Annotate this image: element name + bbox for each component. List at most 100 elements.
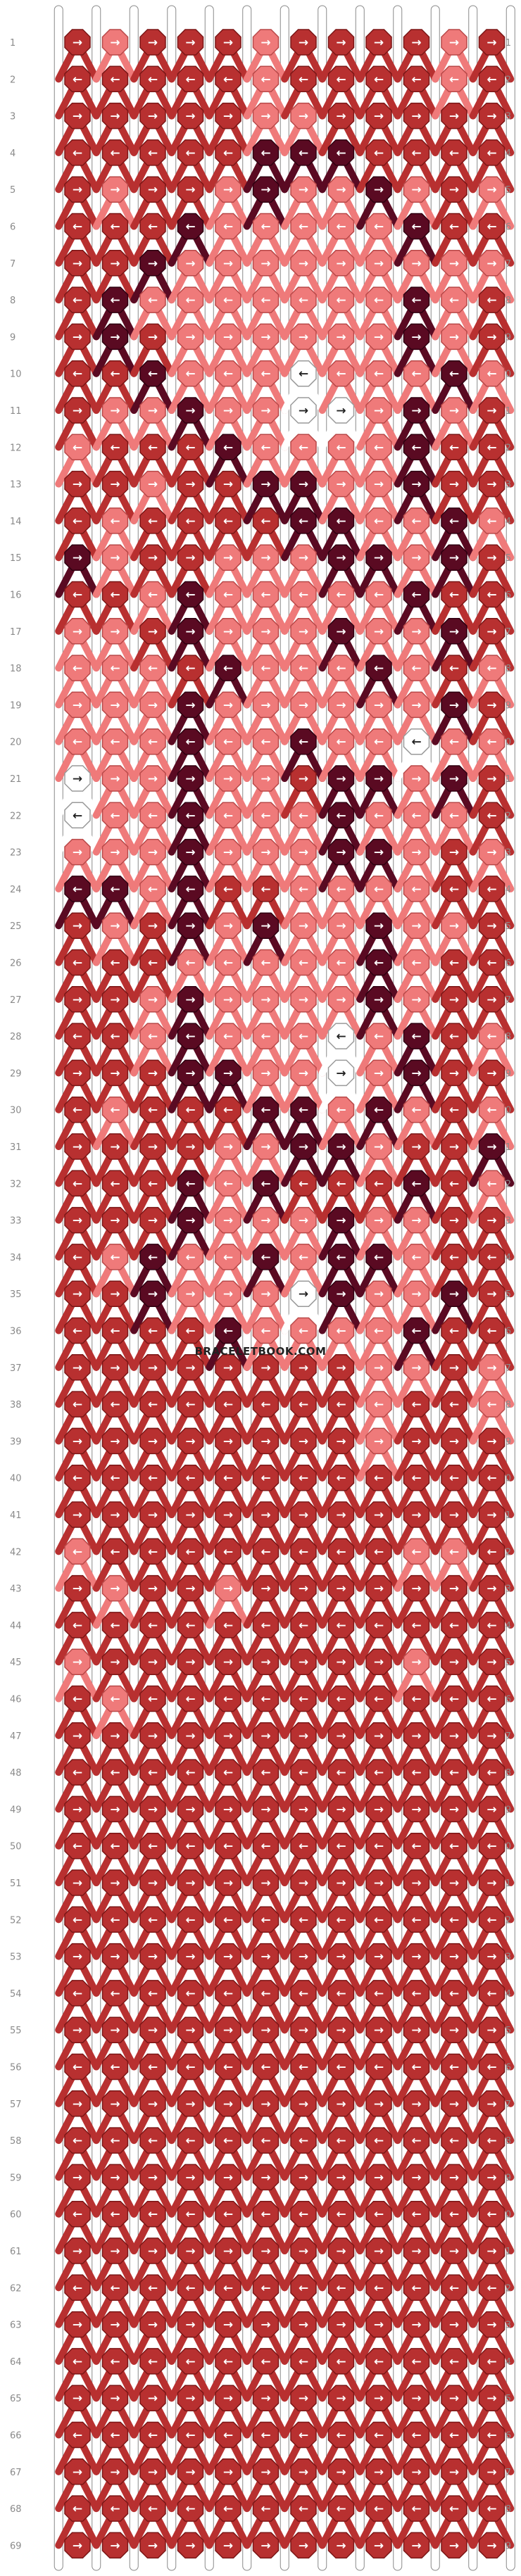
knot-arrow-icon: ← (299, 1472, 308, 1486)
knot: ← (139, 802, 166, 829)
knot-arrow-icon: → (374, 257, 384, 271)
knot-arrow-icon: ← (374, 1840, 384, 1854)
knot: ← (441, 655, 467, 681)
knot-arrow-icon: ← (110, 1987, 120, 2001)
knot: ← (478, 2127, 506, 2154)
knot: ← (252, 1612, 280, 1639)
knot: ← (441, 1464, 467, 1491)
knot: ← (478, 655, 506, 681)
knot: → (252, 1574, 280, 1602)
knot: → (327, 1059, 355, 1087)
knot-arrow-icon: ← (449, 1913, 459, 1927)
knot-arrow-icon: ← (487, 1472, 496, 1486)
knot-arrow-icon: ← (487, 1766, 496, 1780)
knot-arrow-icon: ← (73, 2208, 82, 2222)
knot-arrow-icon: ← (110, 1693, 120, 1707)
knot: → (290, 838, 317, 866)
knot-arrow-icon: → (449, 404, 459, 418)
knot-arrow-icon: ← (487, 1693, 496, 1707)
knot: → (64, 618, 91, 645)
knot-arrow-icon: ← (449, 146, 459, 160)
knot-arrow-icon: → (73, 2023, 82, 2038)
knot-arrow-icon: ← (148, 2281, 158, 2295)
knot-arrow-icon: ← (223, 1177, 233, 1191)
knot-arrow-icon: ← (374, 1913, 384, 1927)
knot-arrow-icon: ← (223, 1987, 233, 2001)
knot-arrow-icon: ← (336, 1251, 346, 1265)
row-label-left: 44 (10, 1621, 22, 1631)
knot: ← (327, 2053, 355, 2081)
knot: ← (215, 2274, 241, 2302)
knot-arrow-icon: → (449, 1214, 459, 1228)
knot: ← (177, 1096, 204, 1123)
knot: ← (64, 1317, 91, 1344)
knot-arrow-icon: ← (336, 809, 346, 823)
row-label-right: 2 (506, 75, 511, 85)
knot-arrow-icon: ← (223, 1913, 233, 1927)
knot: → (403, 1206, 430, 1234)
knot: → (252, 470, 280, 498)
knot-arrow-icon: ← (185, 2134, 195, 2148)
knot-arrow-icon: → (336, 772, 346, 786)
knot-arrow-icon: ← (374, 514, 384, 529)
knot: → (177, 2237, 204, 2264)
knot: → (403, 838, 430, 866)
knot-arrow-icon: ← (336, 1325, 346, 1339)
knot: → (290, 1501, 317, 1528)
knot: ← (478, 2348, 506, 2375)
knot-arrow-icon: → (487, 846, 496, 860)
knot: ← (478, 1244, 506, 1270)
knot-arrow-icon: ← (148, 2208, 158, 2222)
row-label-left: 49 (10, 1805, 22, 1815)
knot-arrow-icon: → (449, 625, 459, 639)
knot-arrow-icon: → (487, 2171, 496, 2185)
knot: → (290, 1648, 317, 1675)
knot: ← (327, 360, 355, 387)
knot-arrow-icon: ← (185, 2061, 195, 2075)
knot-arrow-icon: → (299, 110, 308, 124)
knot: → (327, 1795, 355, 1823)
knot-arrow-icon: ← (148, 1104, 158, 1118)
knot-arrow-icon: ← (73, 1545, 82, 1559)
knot: ← (139, 2274, 166, 2302)
knot: ← (478, 1759, 506, 1786)
knot-arrow-icon: ← (185, 514, 195, 529)
knot: ← (290, 2274, 317, 2302)
knot-arrow-icon: → (336, 2465, 346, 2480)
knot: → (478, 1501, 506, 1528)
knot: ← (478, 1023, 506, 1049)
knot: ← (327, 2421, 355, 2449)
knot: → (403, 1501, 430, 1528)
knot: → (478, 29, 506, 56)
knot-arrow-icon: ← (487, 2429, 496, 2443)
row-label-left: 20 (10, 738, 22, 748)
knot-arrow-icon: → (411, 919, 421, 933)
knot-arrow-icon: → (73, 1802, 82, 1817)
knot: ← (252, 1980, 280, 2007)
knot-arrow-icon: ← (487, 662, 496, 676)
knot: → (441, 1722, 467, 1749)
knot: → (64, 765, 91, 792)
knot-arrow-icon: → (185, 993, 195, 1007)
knot-arrow-icon: → (110, 1140, 120, 1154)
knot-arrow-icon: → (260, 625, 270, 639)
knot: → (139, 2385, 166, 2411)
knot-arrow-icon: → (374, 1876, 384, 1890)
knot: ← (64, 1391, 91, 1418)
knot: ← (139, 1170, 166, 1197)
knot-arrow-icon: → (110, 330, 120, 344)
knot: ← (441, 1170, 467, 1197)
knot: ← (64, 1538, 91, 1565)
knot: ← (101, 360, 129, 387)
knot-arrow-icon: ← (73, 2281, 82, 2295)
knot-arrow-icon: → (449, 993, 459, 1007)
knot: → (327, 2532, 355, 2559)
knot: → (101, 2016, 129, 2043)
knot-arrow-icon: → (336, 993, 346, 1007)
row-label-right: 9 (506, 332, 511, 343)
knot: → (441, 1427, 467, 1455)
knot-arrow-icon: → (299, 1582, 308, 1596)
knot: ← (252, 360, 280, 387)
knot-arrow-icon: → (487, 257, 496, 271)
knot-arrow-icon: ← (374, 1325, 384, 1339)
